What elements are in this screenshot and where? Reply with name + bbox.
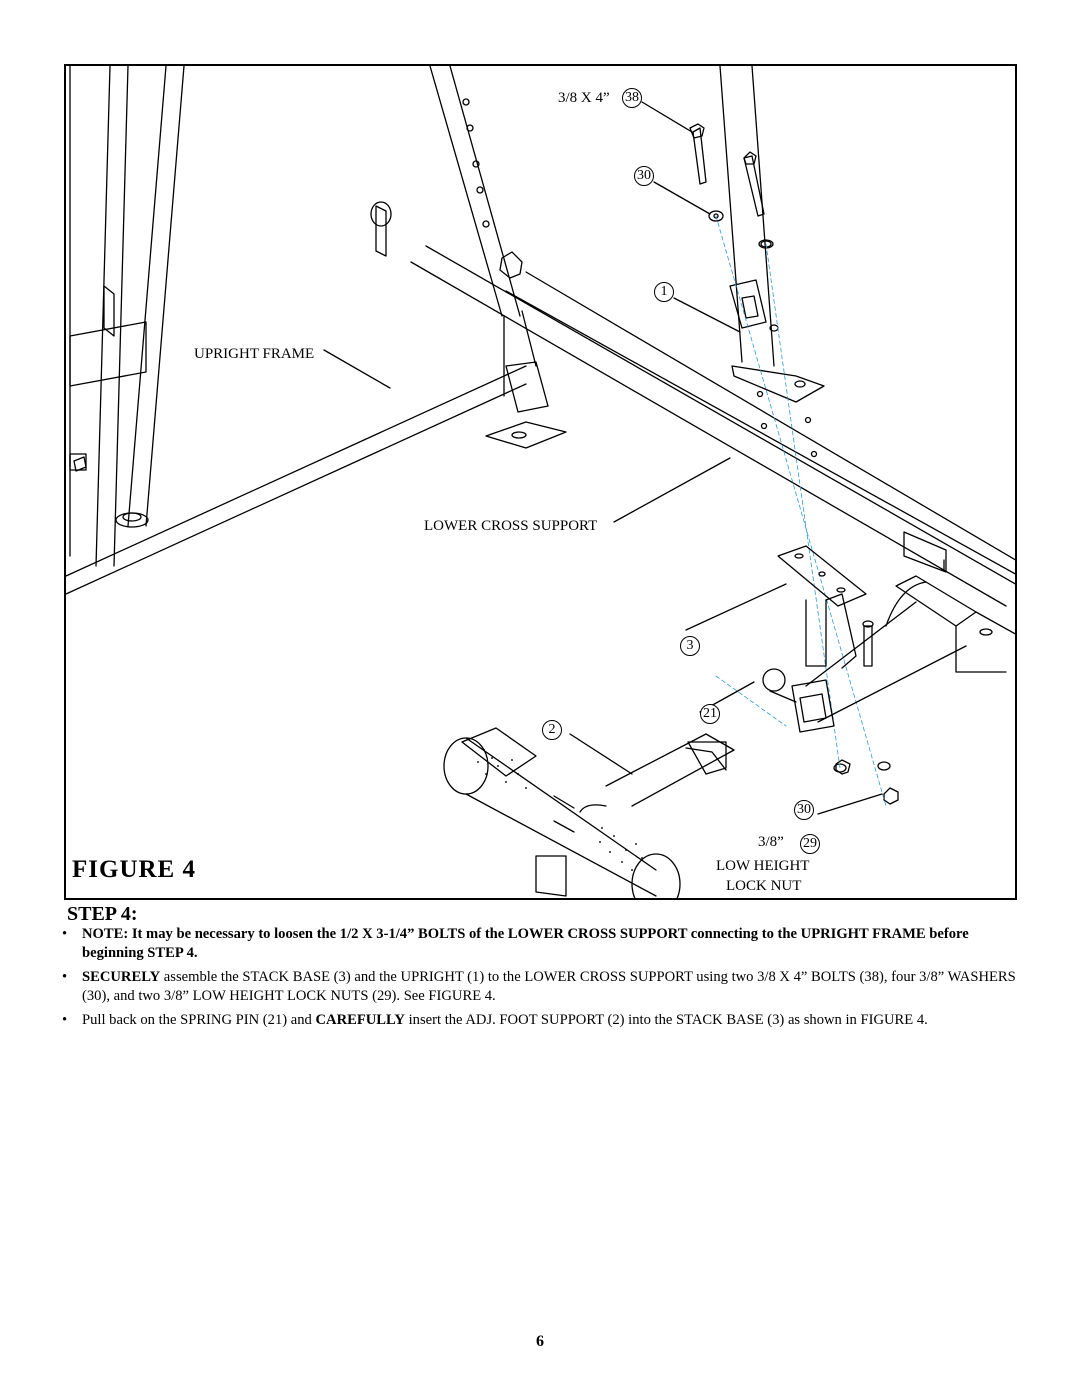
lock-nut-label: LOCK NUT xyxy=(726,878,802,894)
part-21-callout: 21 xyxy=(700,704,720,724)
part-2-callout: 2 xyxy=(542,720,562,740)
low-height-label: LOW HEIGHT xyxy=(716,858,810,874)
part-1-callout: 1 xyxy=(654,282,674,302)
part-30-upper-callout: 30 xyxy=(634,166,654,186)
nut-size-label: 3/8” xyxy=(758,834,784,850)
part-29-callout: 29 xyxy=(800,834,820,854)
leader-lines xyxy=(323,101,883,815)
assemble-text: assemble the STACK BASE (3) and the UPRI… xyxy=(82,969,1016,1004)
figure-title: FIGURE 4 xyxy=(72,856,196,883)
lower-cross-support-label: LOWER CROSS SUPPORT xyxy=(424,518,598,534)
upright-part-drawing xyxy=(719,66,825,403)
page-number: 6 xyxy=(536,1333,544,1350)
step-heading: STEP 4: xyxy=(67,903,138,925)
instruction-list: NOTE: It may be necessary to loosen the … xyxy=(60,925,1020,1035)
instruction-insert: Pull back on the SPRING PIN (21) and CAR… xyxy=(60,1011,1020,1030)
assembly-drawing xyxy=(66,66,1015,898)
insert-text-a: Pull back on the SPRING PIN (21) and xyxy=(82,1012,316,1028)
upright-frame-label: UPRIGHT FRAME xyxy=(194,346,315,362)
instruction-assemble: SECURELY assemble the STACK BASE (3) and… xyxy=(60,968,1020,1006)
part-38-callout: 38 xyxy=(622,88,642,108)
instruction-note: NOTE: It may be necessary to loosen the … xyxy=(60,925,1020,963)
figure-frame: 3/8 X 4” 38 30 1 UPRIGHT FRAME LOWER CRO… xyxy=(64,64,1017,900)
upright-frame-drawing xyxy=(69,66,567,567)
insert-text-b: insert the ADJ. FOOT SUPPORT (2) into th… xyxy=(404,1012,928,1028)
part-30-lower-callout: 30 xyxy=(794,800,814,820)
hardware-drawing xyxy=(689,123,899,805)
stack-base-drawing xyxy=(762,545,1015,733)
part-3-callout: 3 xyxy=(680,636,700,656)
securely-emphasis: SECURELY xyxy=(82,969,161,985)
foot-support-drawing xyxy=(443,727,735,898)
bolt-spec-label: 3/8 X 4” xyxy=(558,90,610,106)
note-text: NOTE: It may be necessary to loosen the … xyxy=(82,926,969,961)
carefully-emphasis: CAREFULLY xyxy=(315,1012,405,1028)
crossbar-drawing xyxy=(66,245,1015,607)
